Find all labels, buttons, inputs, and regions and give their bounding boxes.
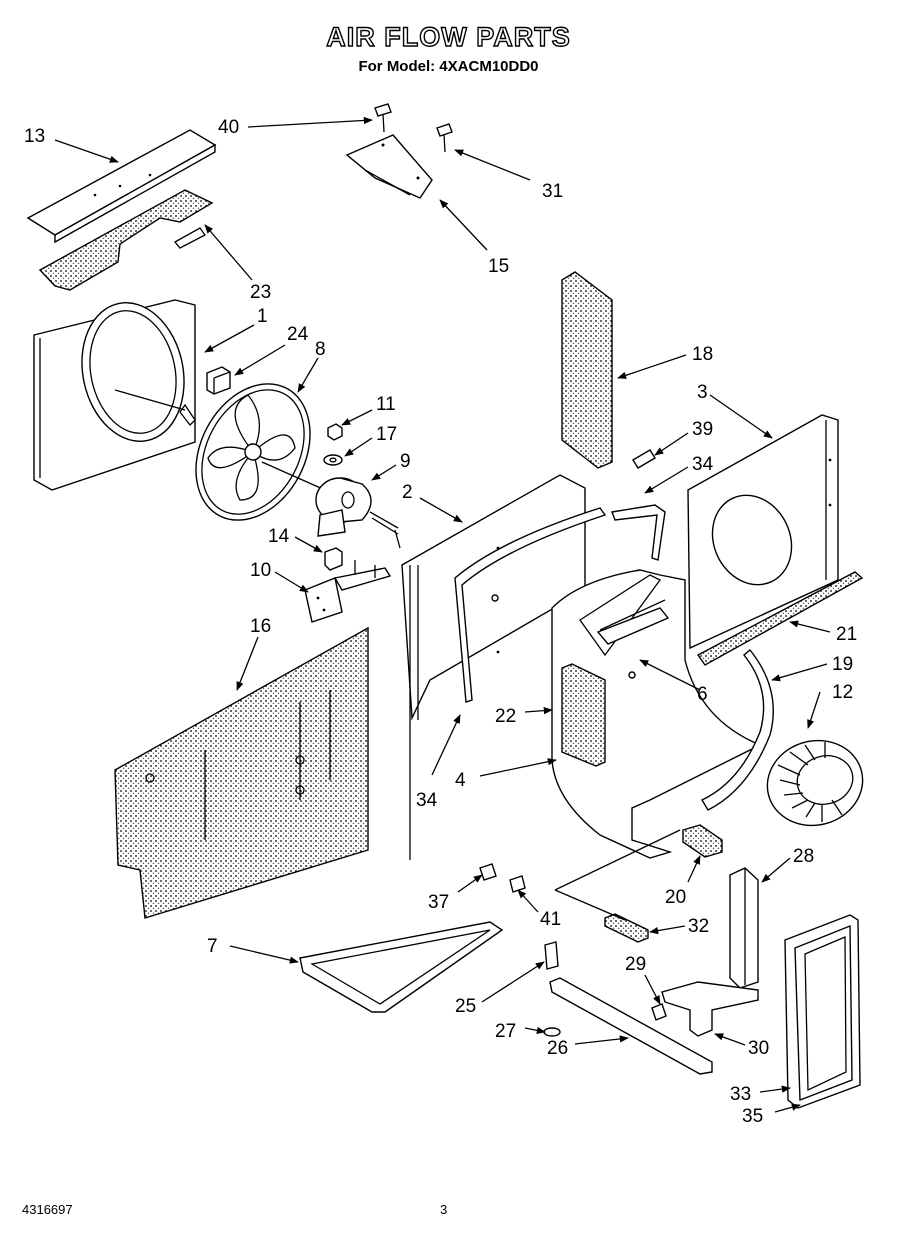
part-3-rear-panel (687, 414, 839, 650)
part-26-rail (549, 977, 713, 1075)
part-12-blower-wheel (766, 739, 864, 827)
callout-7: 7 (207, 936, 218, 957)
part-22-filter-insert (561, 663, 606, 767)
part-23-insulation (38, 189, 214, 291)
part-14-grommet (324, 547, 343, 571)
part-10-motor-bracket (304, 560, 392, 623)
callout-12: 12 (832, 682, 853, 703)
callout-4: 4 (455, 770, 466, 791)
part-15-bracket-plate (345, 134, 433, 199)
part-34-seal-left (454, 507, 607, 703)
document-number: 4316697 (22, 1202, 73, 1217)
callout-17: 17 (376, 424, 397, 445)
callout-19: 19 (832, 654, 853, 675)
leader-lines (54, 116, 831, 1113)
part-24-grommet (206, 366, 231, 395)
callout-35: 35 (742, 1106, 763, 1127)
callout-16: 16 (250, 616, 271, 637)
part-18-filter (561, 271, 613, 469)
callout-9: 9 (400, 451, 411, 472)
callout-6: 6 (697, 684, 708, 705)
part-28-channel (729, 867, 759, 989)
callout-32: 32 (688, 916, 709, 937)
callout-33: 33 (730, 1084, 751, 1105)
callout-1: 1 (257, 306, 268, 327)
part-19-curved-strip (701, 649, 774, 811)
part-30-bracket (661, 981, 759, 1037)
callout-labels: 13 40 31 15 23 1 24 8 18 3 11 39 17 9 34… (24, 117, 857, 1127)
callout-24: 24 (287, 324, 309, 345)
part-31-screw (436, 123, 453, 153)
part-32-bar (604, 913, 649, 943)
callout-39: 39 (692, 419, 713, 440)
part-8-fan-blade (195, 383, 311, 521)
part-1-front-panel (33, 299, 196, 491)
callout-30: 30 (748, 1038, 769, 1059)
callout-27: 27 (495, 1021, 516, 1042)
callout-37: 37 (428, 892, 449, 913)
part-41-screw (509, 875, 526, 893)
callout-15: 15 (488, 256, 509, 277)
callout-34a: 34 (692, 454, 714, 475)
callout-41: 41 (540, 909, 561, 930)
callout-31: 31 (542, 181, 563, 202)
callout-34b: 34 (416, 790, 438, 811)
callout-22: 22 (495, 706, 516, 727)
part-9-fan-motor (261, 461, 401, 549)
part-16-insulation-panel (114, 626, 369, 919)
callout-2: 2 (402, 482, 413, 503)
callout-40: 40 (218, 117, 239, 138)
callout-28: 28 (793, 846, 814, 867)
callout-13: 13 (24, 126, 45, 147)
callout-23: 23 (250, 282, 271, 303)
callout-25: 25 (455, 996, 476, 1017)
part-6-bracket (596, 607, 670, 645)
callout-3: 3 (697, 382, 708, 403)
part-33-gasket-frame (784, 914, 861, 1109)
callout-11: 11 (376, 394, 396, 415)
page-title: AIR FLOW PARTS (326, 21, 571, 52)
callout-29: 29 (625, 954, 646, 975)
part-13-top-cover (26, 129, 217, 244)
part-20-block (682, 824, 723, 858)
callout-8: 8 (315, 339, 326, 360)
part-34-seal-right (611, 504, 666, 561)
part-4-scroll-housing (491, 569, 762, 859)
part-40-screw (374, 103, 392, 133)
part-37-clip (479, 863, 497, 881)
callout-20: 20 (665, 887, 686, 908)
callout-18: 18 (692, 344, 713, 365)
part-21-gasket-bar (696, 571, 864, 666)
page-number: 3 (440, 1202, 448, 1217)
part-27-washer (543, 1027, 561, 1037)
callout-26: 26 (547, 1038, 568, 1059)
part-7-drain-tube (299, 921, 504, 1013)
part-11-nut (327, 423, 343, 441)
callout-10: 10 (250, 560, 271, 581)
callout-14: 14 (268, 526, 290, 547)
part-29-clip (651, 1003, 667, 1021)
part-25-tab (544, 941, 559, 970)
part-17-washer (323, 454, 343, 466)
callout-21: 21 (836, 624, 857, 645)
part-39-screw (632, 449, 656, 469)
model-subtitle: For Model: 4XACM10DD0 (358, 58, 539, 75)
